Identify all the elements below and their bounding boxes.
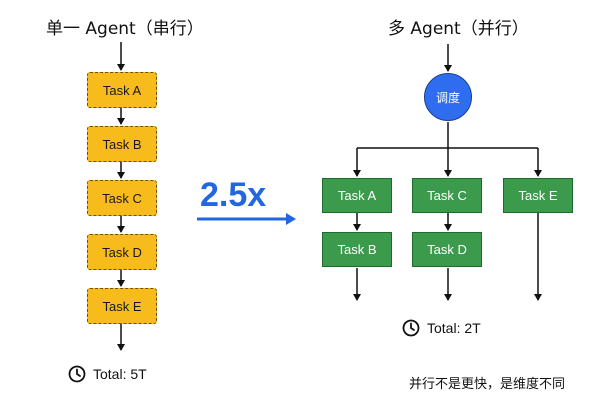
caption-text: 并行不是更快，是维度不同 bbox=[409, 377, 566, 392]
serial-title: 单一 Agent（串行） bbox=[46, 19, 204, 39]
parallel-total: Total: 2T bbox=[402, 319, 481, 337]
parallel-task-a: Task A bbox=[322, 178, 392, 213]
serial-total: Total: 5T bbox=[68, 365, 147, 383]
parallel-task-b: Task B bbox=[322, 232, 392, 267]
serial-task-b: Task B bbox=[87, 126, 157, 162]
serial-task-c: Task C bbox=[87, 180, 157, 216]
serial-task-a: Task A bbox=[87, 72, 157, 108]
speedup-label: 2.5x bbox=[200, 176, 267, 214]
parallel-total-label: Total: 2T bbox=[427, 320, 481, 336]
serial-total-label: Total: 5T bbox=[93, 366, 147, 382]
parallel-task-d: Task D bbox=[412, 232, 482, 267]
parallel-task-e: Task E bbox=[503, 178, 573, 213]
dispatcher-node: 调度 bbox=[424, 73, 472, 121]
clock-icon bbox=[68, 365, 86, 383]
serial-task-e: Task E bbox=[87, 288, 157, 324]
parallel-title: 多 Agent（并行） bbox=[388, 19, 529, 39]
clock-icon bbox=[402, 319, 420, 337]
parallel-task-c: Task C bbox=[412, 178, 482, 213]
serial-task-d: Task D bbox=[87, 234, 157, 270]
